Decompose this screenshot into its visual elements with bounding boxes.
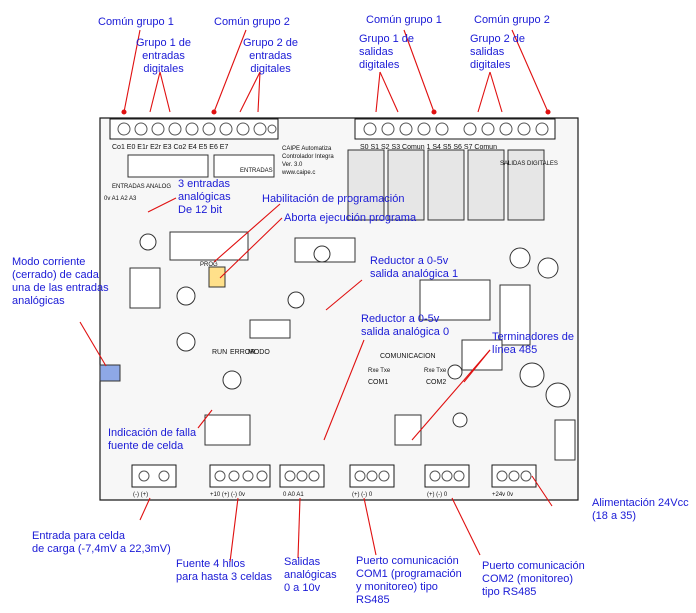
board-logo-4: www.caipe.c bbox=[281, 170, 315, 176]
board-logo-3: Ver. 3.0 bbox=[282, 162, 303, 168]
board-salidas-digitales: SALIDAS DIGITALES bbox=[500, 161, 558, 167]
board-comunicacion: COMUNICACION bbox=[380, 353, 436, 360]
input-terminal-block bbox=[109, 118, 279, 140]
label-terminadores: Terminadores de línea 485 bbox=[492, 331, 574, 356]
board-logo-1: CAIPE Automatiza bbox=[282, 146, 332, 152]
bottom-terminals bbox=[131, 464, 537, 488]
label-reductor-salida-0: Reductor a 0-5v salida analógica 0 bbox=[361, 313, 450, 338]
label-grupo2-salidas: Grupo 2 de salidas digitales bbox=[470, 33, 526, 71]
board-rxe-txe-1: Rxe Txe bbox=[368, 368, 391, 374]
label-comun-grupo2-entradas: Común grupo 2 bbox=[214, 16, 290, 28]
label-indicacion-falla: Indicación de falla fuente de celda bbox=[108, 427, 197, 452]
relays bbox=[347, 149, 545, 221]
label-grupo1-salidas: Grupo 1 de salidas digitales bbox=[359, 33, 415, 71]
callout-arrows bbox=[79, 29, 553, 563]
board-terminals-salidas: 0 A0 A1 bbox=[283, 492, 304, 498]
board-terminals-fuente: +10 (+) (-) 0v bbox=[210, 492, 245, 498]
board-com2: COM2 bbox=[426, 379, 446, 386]
board-out-pins: S0 S1 S2 S3 Comun 1 S4 S5 S6 S7 Comun bbox=[360, 144, 497, 151]
board-error: ERROR bbox=[230, 349, 255, 356]
label-salidas-analogicas: Salidas analógicas 0 a 10v bbox=[284, 556, 337, 594]
board-prog: PROG bbox=[200, 262, 218, 268]
components bbox=[127, 154, 576, 461]
label-puerto-com2: Puerto comunicación COM2 (monitoreo) tip… bbox=[482, 560, 585, 598]
label-comun-grupo1-salidas: Común grupo 1 bbox=[366, 14, 442, 26]
board-in-pins: Co1 E0 E1r E2r E3 Co2 E4 E5 E6 E7 bbox=[112, 144, 228, 151]
board-com1: COM1 bbox=[368, 379, 388, 386]
board-entradas: ENTRADAS bbox=[240, 168, 273, 174]
capacitors bbox=[139, 233, 571, 428]
board-text: Co1 E0 E1r E2r E3 Co2 E4 E5 E6 E7 S0 S1 … bbox=[104, 144, 558, 498]
label-entrada-celda: Entrada para celda de carga (-7,4mV a 22… bbox=[32, 530, 171, 555]
label-comun-grupo2-salidas: Común grupo 2 bbox=[474, 14, 550, 26]
board-modo: MODO bbox=[248, 349, 270, 356]
prog-jumper bbox=[208, 266, 226, 288]
board-logo-2: Controlador Integra bbox=[282, 154, 334, 160]
label-aborta-ejecucion: Aborta ejecución programa bbox=[284, 212, 417, 224]
label-puerto-com1: Puerto comunicación COM1 (programación y… bbox=[356, 555, 462, 606]
board-terminals-com1: (+) (-) 0 bbox=[352, 492, 373, 498]
label-grupo1-entradas: Grupo 1 de entradas digitales bbox=[136, 37, 192, 75]
board-terminals-com2: (+) (-) 0 bbox=[427, 492, 448, 498]
board-terminals-celda: (-) (+) bbox=[133, 492, 148, 498]
label-comun-grupo1-entradas: Común grupo 1 bbox=[98, 16, 174, 28]
output-terminal-block bbox=[354, 118, 556, 140]
label-alimentacion: Alimentación 24Vcc (18 a 35) bbox=[592, 497, 689, 522]
board-run: RUN bbox=[212, 349, 227, 356]
label-reductor-salida-1: Reductor a 0-5v salida analógica 1 bbox=[370, 255, 459, 280]
label-grupo2-entradas: Grupo 2 de entradas digitales bbox=[243, 37, 299, 75]
board-terminals-alim: +24v 0v bbox=[492, 492, 513, 498]
label-entradas-analogicas: 3 entradas analógicas De 12 bit bbox=[178, 178, 231, 216]
label-fuente-4-hilos: Fuente 4 hilos para hasta 3 celdas bbox=[176, 558, 273, 583]
label-habilitacion-programacion: Habilitación de programación bbox=[262, 193, 405, 205]
board-analog-pins: 0v A1 A2 A3 bbox=[104, 196, 137, 202]
mode-switch bbox=[99, 364, 121, 382]
label-modo-corriente: Modo corriente (cerrado) de cada una de … bbox=[12, 256, 109, 307]
board-entradas-analog: ENTRADAS ANALOG bbox=[112, 184, 171, 190]
board-rxe-txe-2: Rxe Txe bbox=[424, 368, 447, 374]
